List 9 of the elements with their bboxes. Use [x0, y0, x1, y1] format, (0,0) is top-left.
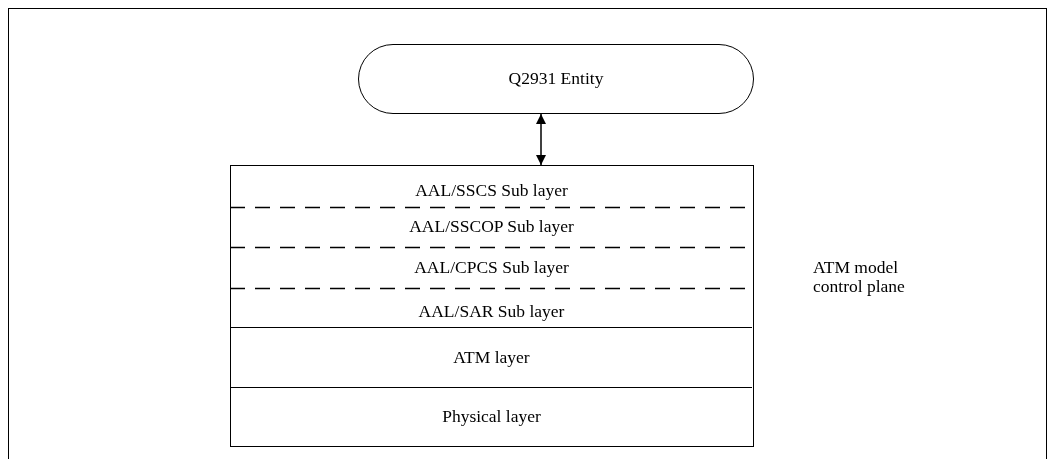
side-label: ATM model control plane [813, 258, 906, 297]
arrow [536, 113, 546, 166]
layer-label: ATM layer [453, 347, 530, 368]
layer-label: AAL/SSCOP Sub layer [409, 217, 574, 237]
layer-label: AAL/SAR Sub layer [418, 301, 565, 322]
layer-label: AAL/CPCS Sub layer [414, 257, 569, 278]
layer-label: AAL/SSCS Sub layer [415, 180, 568, 201]
layer-label: Q2931 Entity [508, 69, 604, 89]
layer-label: Physical layer [442, 406, 541, 427]
